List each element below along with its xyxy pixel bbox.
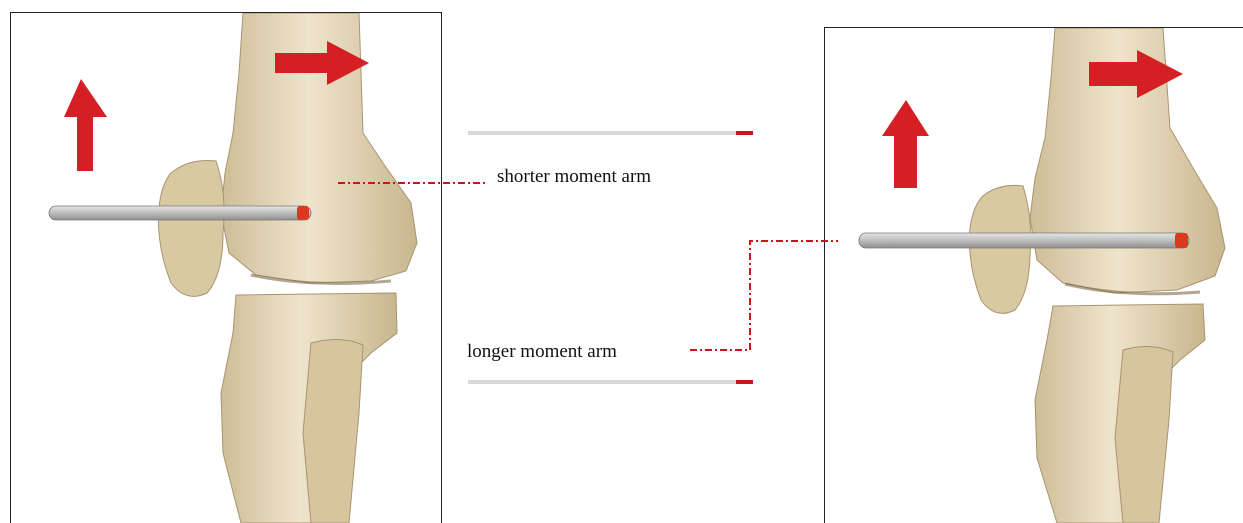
shorter-moment-arm-label: shorter moment arm bbox=[497, 166, 651, 188]
longer-moment-arm-label: longer moment arm bbox=[467, 341, 617, 363]
longer-leader-line bbox=[690, 241, 838, 350]
